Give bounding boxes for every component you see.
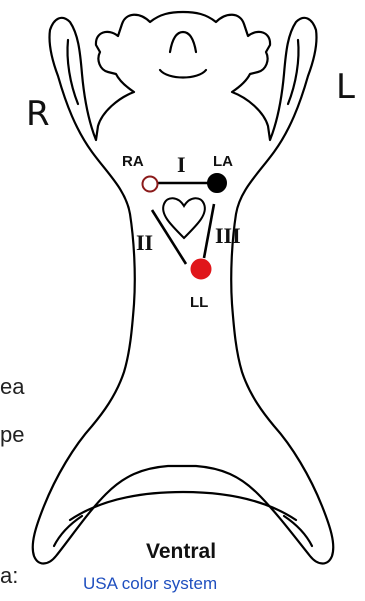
lead-two-label: II	[136, 230, 153, 255]
ll-electrode	[191, 259, 211, 279]
ra-label: RA	[122, 153, 144, 170]
animal-outline-icon	[33, 12, 334, 564]
lead-two-line	[152, 210, 186, 264]
ll-label: LL	[190, 294, 208, 311]
background-text-fragment: ea	[0, 376, 24, 398]
background-text-fragment: pe	[0, 424, 24, 446]
ventral-label: Ventral	[146, 540, 216, 563]
lead-one-label: I	[177, 152, 186, 177]
la-electrode	[208, 174, 227, 193]
left-side-label: L	[336, 70, 355, 104]
heart-icon	[163, 198, 205, 238]
lead-three-line	[204, 204, 214, 258]
la-label: LA	[213, 153, 233, 170]
lead-three-label: III	[215, 223, 241, 248]
ra-electrode	[143, 177, 158, 192]
right-side-label: R	[26, 97, 50, 131]
color-system-caption: USA color system	[83, 575, 217, 592]
background-text-fragment: a:	[0, 565, 18, 587]
